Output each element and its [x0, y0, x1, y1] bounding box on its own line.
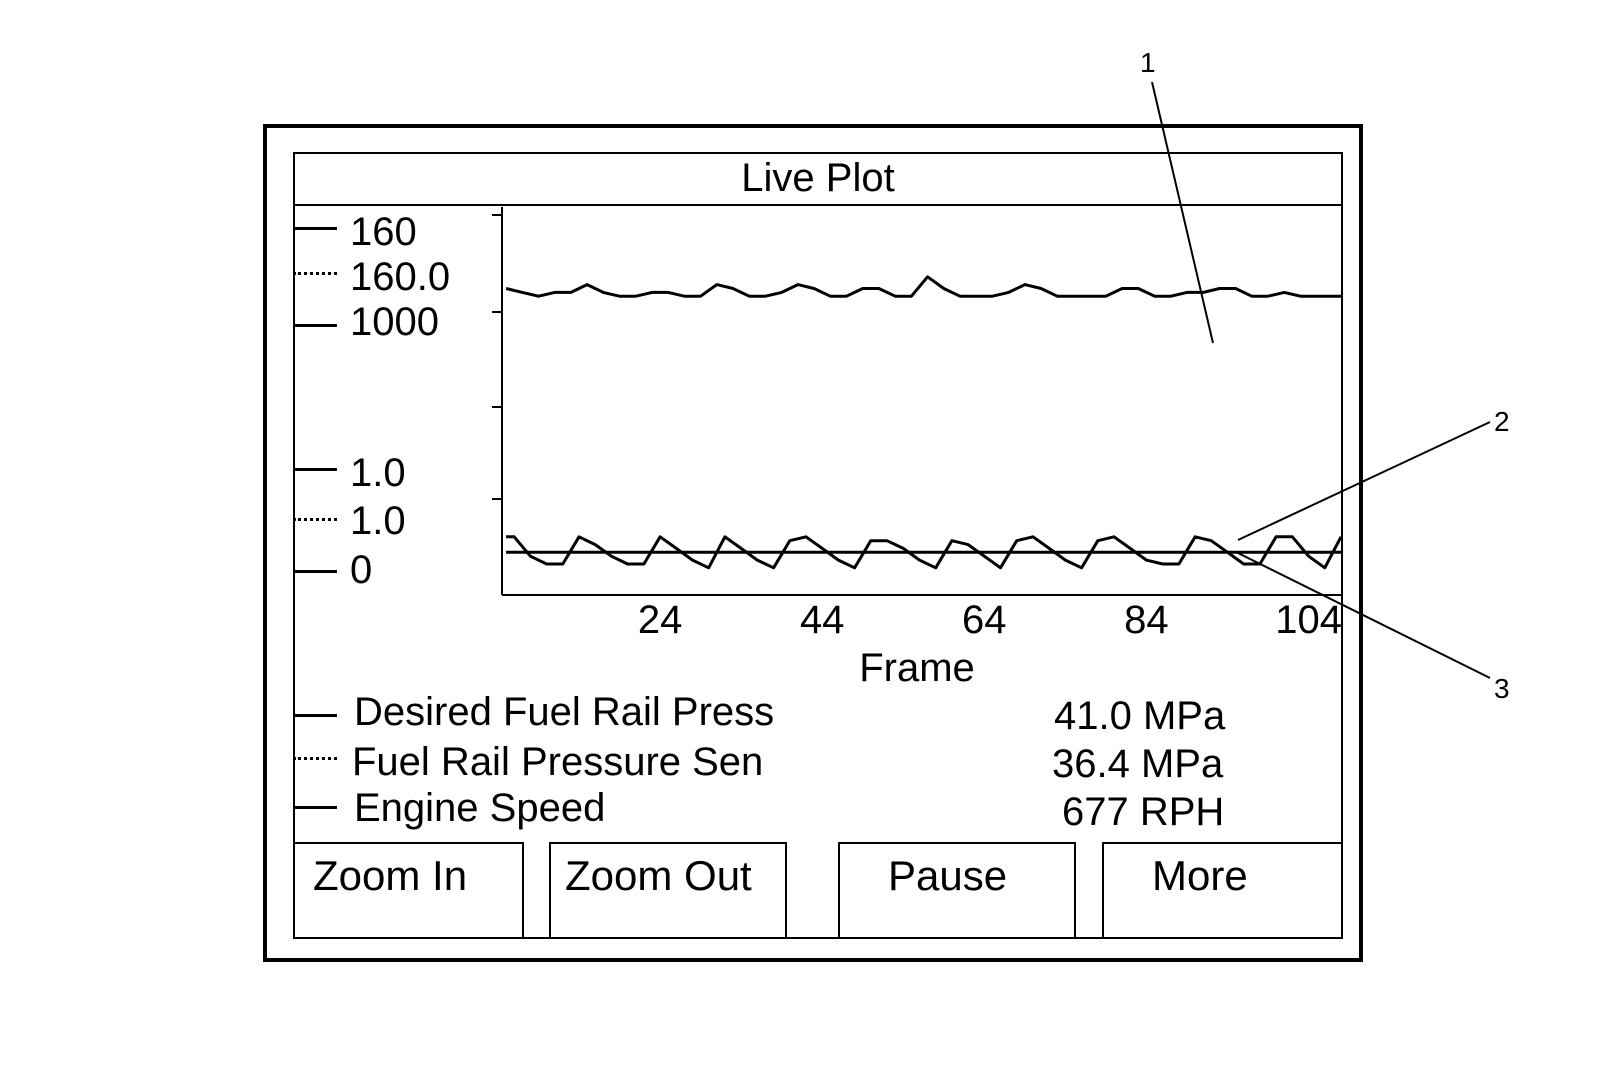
- legend-value-desired-fuel-rail-press: 41.0 MPa: [1054, 694, 1226, 738]
- legend-engine-speed: Engine Speed: [354, 786, 606, 830]
- legend-swatch-dotted: [293, 757, 337, 760]
- callout-number-2: 2: [1494, 406, 1510, 437]
- live-plot-window: [293, 152, 1343, 939]
- x-tick-label: 84: [1124, 598, 1169, 642]
- scale-swatch-solid: [293, 227, 337, 230]
- callout-leader-3: [1237, 552, 1491, 679]
- scale-swatch-solid: [293, 324, 337, 327]
- x-tick-label: 104: [1275, 598, 1342, 642]
- scale-swatch-dotted: [293, 518, 337, 521]
- scale-label: 160: [350, 210, 417, 254]
- pause-button[interactable]: Pause: [838, 842, 1076, 939]
- scale-label: 1.0: [350, 451, 406, 495]
- legend-swatch-solid: [293, 714, 337, 717]
- more-button[interactable]: More: [1102, 842, 1343, 939]
- legend-value-fuel-rail-pressure-sen: 36.4 MPa: [1052, 742, 1224, 786]
- scale-swatch-dotted: [293, 272, 337, 275]
- x-tick-label: 44: [800, 598, 845, 642]
- legend-value-engine-speed: 677 RPH: [1062, 790, 1225, 834]
- x-tick-label: 64: [962, 598, 1007, 642]
- scale-label: 0: [350, 548, 373, 592]
- scale-label: 160.0: [350, 255, 451, 299]
- legend-fuel-rail-pressure-sen: Fuel Rail Pressure Sen: [352, 740, 764, 784]
- series-line-3: [506, 535, 1343, 570]
- zoom-in-label: Zoom In: [313, 852, 468, 899]
- callout-leader-2: [1237, 421, 1491, 541]
- x-tick-label: 24: [638, 598, 683, 642]
- scale-label: 1.0: [350, 499, 406, 543]
- device-screen-border: [263, 124, 1363, 962]
- more-label: More: [1152, 852, 1248, 899]
- zoom-out-button[interactable]: Zoom Out: [549, 842, 787, 939]
- legend-swatch-solid: [293, 806, 337, 809]
- zoom-in-button[interactable]: Zoom In: [293, 842, 524, 939]
- scale-label: 1000: [350, 300, 439, 344]
- window-title-bar: Live Plot: [293, 152, 1343, 206]
- scale-swatch-solid: [293, 570, 337, 573]
- x-axis-label: Frame: [859, 646, 975, 690]
- callout-number-1: 1: [1140, 47, 1156, 78]
- scale-swatch-solid: [293, 468, 337, 471]
- callout-leader-1: [1151, 81, 1214, 344]
- series-line-1: [505, 275, 1341, 298]
- callout-number-3: 3: [1494, 673, 1510, 704]
- window-title: Live Plot: [741, 155, 895, 200]
- legend-desired-fuel-rail-press: Desired Fuel Rail Press: [354, 690, 775, 734]
- pause-label: Pause: [888, 852, 1008, 899]
- zoom-out-label: Zoom Out: [565, 852, 752, 899]
